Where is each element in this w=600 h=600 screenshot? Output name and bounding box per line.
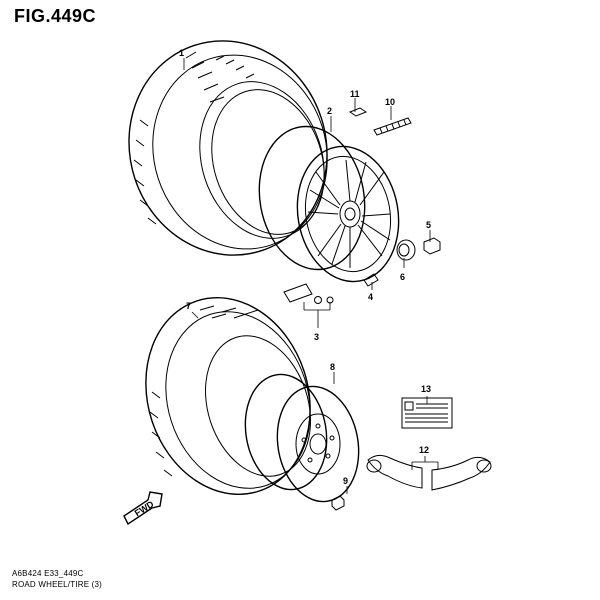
balance-weight-11[interactable] bbox=[348, 107, 368, 117]
valve-4[interactable] bbox=[363, 273, 379, 287]
figure-title: FIG.449C bbox=[14, 6, 97, 26]
wheel-cap-6[interactable] bbox=[396, 239, 416, 261]
wheel-nut-9[interactable] bbox=[331, 495, 345, 511]
leader-lines bbox=[183, 58, 439, 494]
alloy-wheel[interactable] bbox=[248, 118, 409, 290]
figure-footer: A6B424 E33_449C ROAD WHEEL/TIRE (3) bbox=[12, 568, 102, 590]
forward-arrow-icon: FWD bbox=[123, 491, 163, 526]
callout-11: 11 bbox=[350, 89, 360, 99]
callout-1: 1 bbox=[179, 48, 184, 58]
balance-weight-10[interactable] bbox=[373, 117, 412, 136]
spare-wheel[interactable] bbox=[237, 368, 368, 508]
callout-13: 13 bbox=[421, 384, 431, 394]
callout-12: 12 bbox=[419, 445, 429, 455]
callout-4: 4 bbox=[368, 292, 373, 302]
tire-upper[interactable] bbox=[101, 15, 354, 281]
figure-code: A6B424 E33_449C bbox=[12, 569, 84, 578]
callout-10: 10 bbox=[385, 97, 395, 107]
tire-spare[interactable] bbox=[121, 276, 335, 516]
callout-8: 8 bbox=[330, 362, 335, 372]
callout-5: 5 bbox=[426, 220, 431, 230]
callout-3: 3 bbox=[314, 332, 319, 342]
callout-9: 9 bbox=[343, 476, 348, 486]
fwd-label: FWD bbox=[133, 499, 156, 519]
figure-caption: ROAD WHEEL/TIRE (3) bbox=[12, 580, 103, 589]
cap-nut-5[interactable] bbox=[423, 237, 441, 255]
spare-tire-band-12[interactable] bbox=[366, 454, 492, 491]
tpms-sensor-3[interactable] bbox=[283, 283, 334, 304]
callout-2: 2 bbox=[327, 106, 332, 116]
callout-7: 7 bbox=[186, 301, 191, 311]
callout-6: 6 bbox=[400, 272, 405, 282]
